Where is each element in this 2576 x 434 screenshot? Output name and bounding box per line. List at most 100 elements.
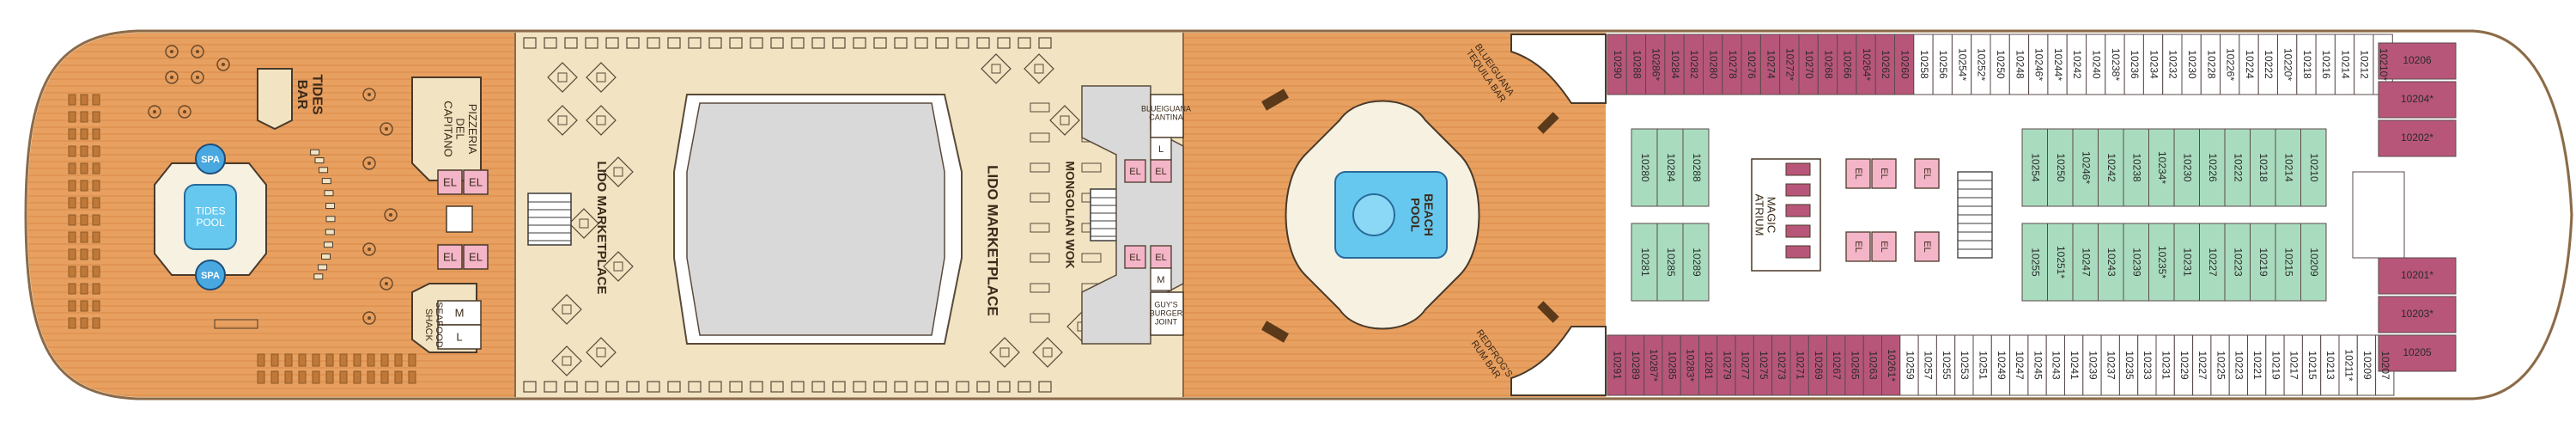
tides-pool-label-line: TIDES — [195, 205, 225, 217]
cabin-bottom-number: 10235 — [2123, 351, 2136, 380]
cabin-top-number: 10244* — [2052, 48, 2064, 81]
table-center — [389, 213, 392, 217]
blueiguana-cantina-label-line: BLUEIGUANA — [1141, 104, 1191, 113]
deck-chair — [339, 353, 348, 367]
stairs — [1261, 89, 1289, 111]
elevator-mid-2-label: EL — [1879, 168, 1889, 179]
guys-burger-label-line: BURGER — [1150, 309, 1183, 317]
cabin-center-bottom — [2098, 223, 2124, 302]
cabin-top-number: 10272* — [1784, 48, 1796, 81]
table — [1034, 64, 1044, 74]
restroom-men-aft — [437, 300, 482, 326]
cabin-top-number: 10216 — [2320, 50, 2332, 79]
table — [596, 72, 606, 83]
dining-table — [708, 381, 722, 393]
cabin-top-number: 10258 — [1918, 50, 1930, 79]
cabin-top-number: 10262 — [1880, 50, 1892, 79]
elevator-lido-4-label: EL — [1155, 253, 1166, 263]
deck-chair — [80, 111, 88, 123]
table-cluster — [380, 122, 393, 136]
elevator-mid-2 — [1871, 158, 1897, 189]
table-cluster — [148, 105, 161, 119]
deck-chair — [408, 353, 416, 367]
dining-table — [976, 37, 990, 49]
deck-chair — [92, 248, 100, 260]
deck-chair — [270, 353, 279, 367]
dining-table — [1038, 381, 1052, 393]
cabin-center-top — [2098, 128, 2124, 207]
dining-table — [626, 37, 640, 49]
table — [1030, 162, 1050, 173]
deck-chair — [68, 128, 76, 140]
cabin-bottom-number: 10245 — [2032, 351, 2044, 380]
elevator-aft-3-label: EL — [443, 250, 457, 263]
table — [1030, 132, 1050, 143]
cabin-center-bottom-number: 10251* — [2055, 246, 2067, 278]
table — [991, 64, 1001, 74]
cabin-bottom-number: 10209 — [2361, 351, 2373, 380]
cabin-top-number: 10242 — [2071, 50, 2083, 79]
table — [613, 167, 623, 177]
cabin-forward — [2378, 296, 2457, 333]
deck-chair — [394, 370, 403, 384]
deck-chair — [68, 317, 76, 329]
table-cluster — [981, 53, 1012, 84]
deck-chair — [80, 317, 88, 329]
cabin-center-top — [2021, 128, 2048, 207]
dining-table — [647, 37, 660, 49]
rum-bar-counter — [1510, 326, 1607, 396]
table — [557, 72, 568, 83]
dining-table — [832, 37, 846, 49]
deck-chair — [68, 300, 76, 312]
deck-chair — [325, 353, 334, 367]
table-cluster — [362, 156, 376, 170]
cabin-center-bottom-number: 10231 — [2182, 248, 2194, 277]
atrium-seat — [1785, 245, 1811, 259]
lido-marketplace-fwd-label: LIDO MARKETPLACE — [985, 165, 1001, 316]
table-center — [183, 110, 186, 113]
deck-chair — [80, 197, 88, 209]
elevator-aft-2-label: EL — [469, 175, 483, 188]
dining-table — [708, 37, 722, 49]
restroom-men-aft-label: M — [455, 306, 465, 319]
cabin-top-number: 10232 — [2167, 50, 2179, 79]
deck-chair — [92, 317, 100, 329]
dining-table — [791, 381, 805, 393]
table — [1030, 313, 1050, 323]
cabin-mid-aft-bottom — [1631, 223, 1658, 302]
table — [1030, 283, 1050, 293]
cabin-center-bottom — [2047, 223, 2074, 302]
cabin-top-number: 10246* — [2033, 48, 2045, 81]
cabin-bottom-number: 10273 — [1776, 351, 1788, 380]
deck-chair — [92, 283, 100, 295]
magic-atrium-label-line: ATRIUM — [1753, 194, 1765, 236]
cabin-bottom-number: 10231 — [2160, 351, 2172, 380]
table — [1081, 253, 1102, 263]
elevator-aft-3 — [437, 244, 463, 270]
service-room — [446, 205, 473, 233]
blueiguana-cantina-counter — [1150, 94, 1184, 138]
cabin-center-top — [2047, 128, 2074, 207]
stool — [319, 167, 329, 174]
cabin-top-number: 10236 — [2129, 50, 2141, 79]
dining-table — [873, 37, 887, 49]
elevator-mid-5 — [1914, 158, 1940, 189]
restroom-men-lido — [1150, 267, 1172, 291]
steps — [214, 319, 258, 329]
table-cluster — [551, 345, 582, 376]
stairs-aft-lido — [527, 193, 572, 246]
cabin-mid-aft-bottom-number: 10289 — [1691, 248, 1703, 277]
deck-chair — [80, 180, 88, 192]
elevator-lido-4 — [1150, 245, 1172, 269]
cabin-center-bottom — [2199, 223, 2226, 302]
cabin-bottom-number: 10257 — [1923, 351, 1935, 380]
table — [1030, 253, 1050, 263]
spa-top — [195, 144, 226, 174]
cabin-center-bottom-number: 10239 — [2131, 248, 2143, 277]
table-cluster — [989, 337, 1020, 368]
dining-table — [667, 37, 681, 49]
cabin-top-number: 10288 — [1631, 50, 1643, 79]
deck-chair — [367, 370, 375, 384]
